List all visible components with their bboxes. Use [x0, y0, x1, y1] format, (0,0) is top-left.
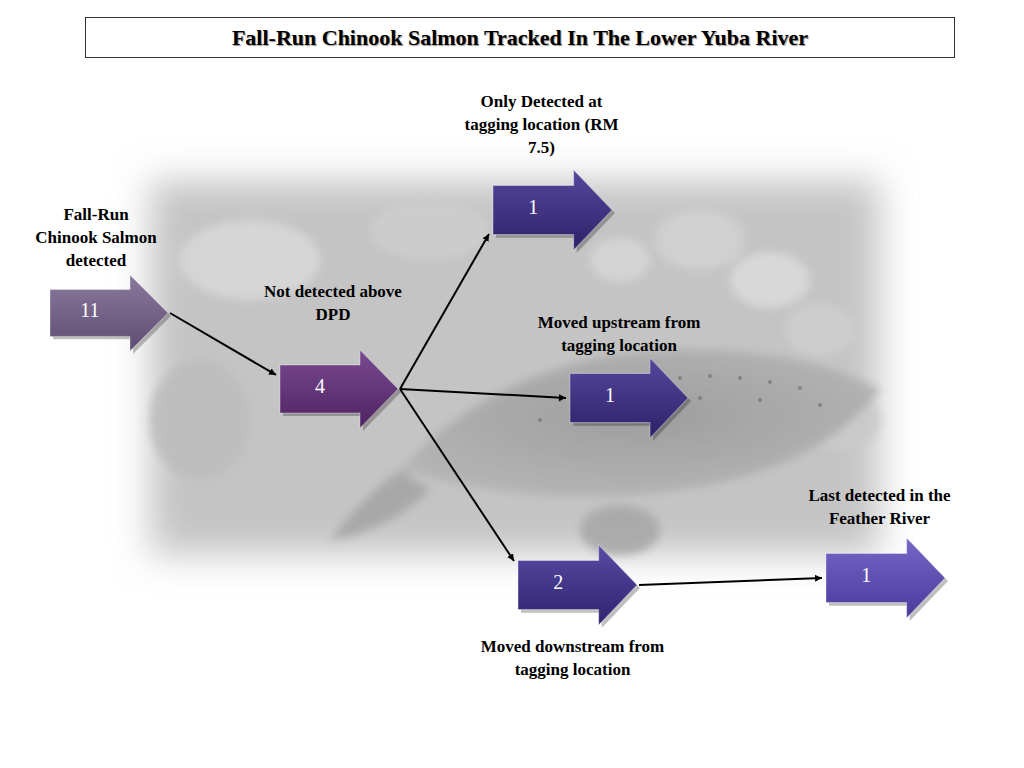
flow-arrow [400, 234, 489, 389]
flow-arrow [400, 389, 566, 398]
block-arrow-shape [570, 358, 688, 438]
flow-arrow [639, 578, 822, 585]
node-heading: Fall-Run Chinook Salmon detected [31, 203, 161, 272]
block-arrow-shape [826, 538, 945, 618]
block-arrow-shape [493, 170, 612, 250]
block-arrow-shape [518, 545, 637, 625]
block-arrow-node: Not detected above DPD4 [280, 350, 398, 428]
node-heading: Not detected above DPD [248, 280, 418, 326]
diagram-title: Fall-Run Chinook Salmon Tracked In The L… [232, 25, 808, 50]
node-heading: Moved upstream from tagging location [509, 311, 729, 357]
block-arrow-node: Fall-Run Chinook Salmon detected11 [50, 275, 168, 351]
flow-arrow [400, 389, 514, 561]
flow-arrow [170, 313, 276, 375]
count-number: 1 [826, 538, 907, 618]
block-arrow-node: Moved upstream from tagging location1 [570, 358, 688, 438]
title-box: Fall-Run Chinook Salmon Tracked In The L… [85, 17, 955, 58]
count-number: 4 [280, 350, 360, 428]
block-arrow-node: 2Moved downstream from tagging location [518, 545, 637, 625]
count-number: 1 [493, 170, 574, 250]
count-number: 2 [518, 545, 599, 625]
node-heading: Last detected in the Feather River [787, 484, 972, 530]
block-arrow-node: Last detected in the Feather River1 [826, 538, 945, 618]
block-arrow-shape [50, 275, 168, 351]
count-number: 1 [570, 358, 650, 438]
count-number: 11 [50, 275, 130, 351]
node-heading: Moved downstream from tagging location [457, 635, 689, 681]
block-arrow-node: Only Detected at tagging location (RM 7.… [493, 170, 612, 250]
block-arrow-shape [280, 350, 398, 428]
node-heading: Only Detected at tagging location (RM 7.… [462, 90, 622, 159]
